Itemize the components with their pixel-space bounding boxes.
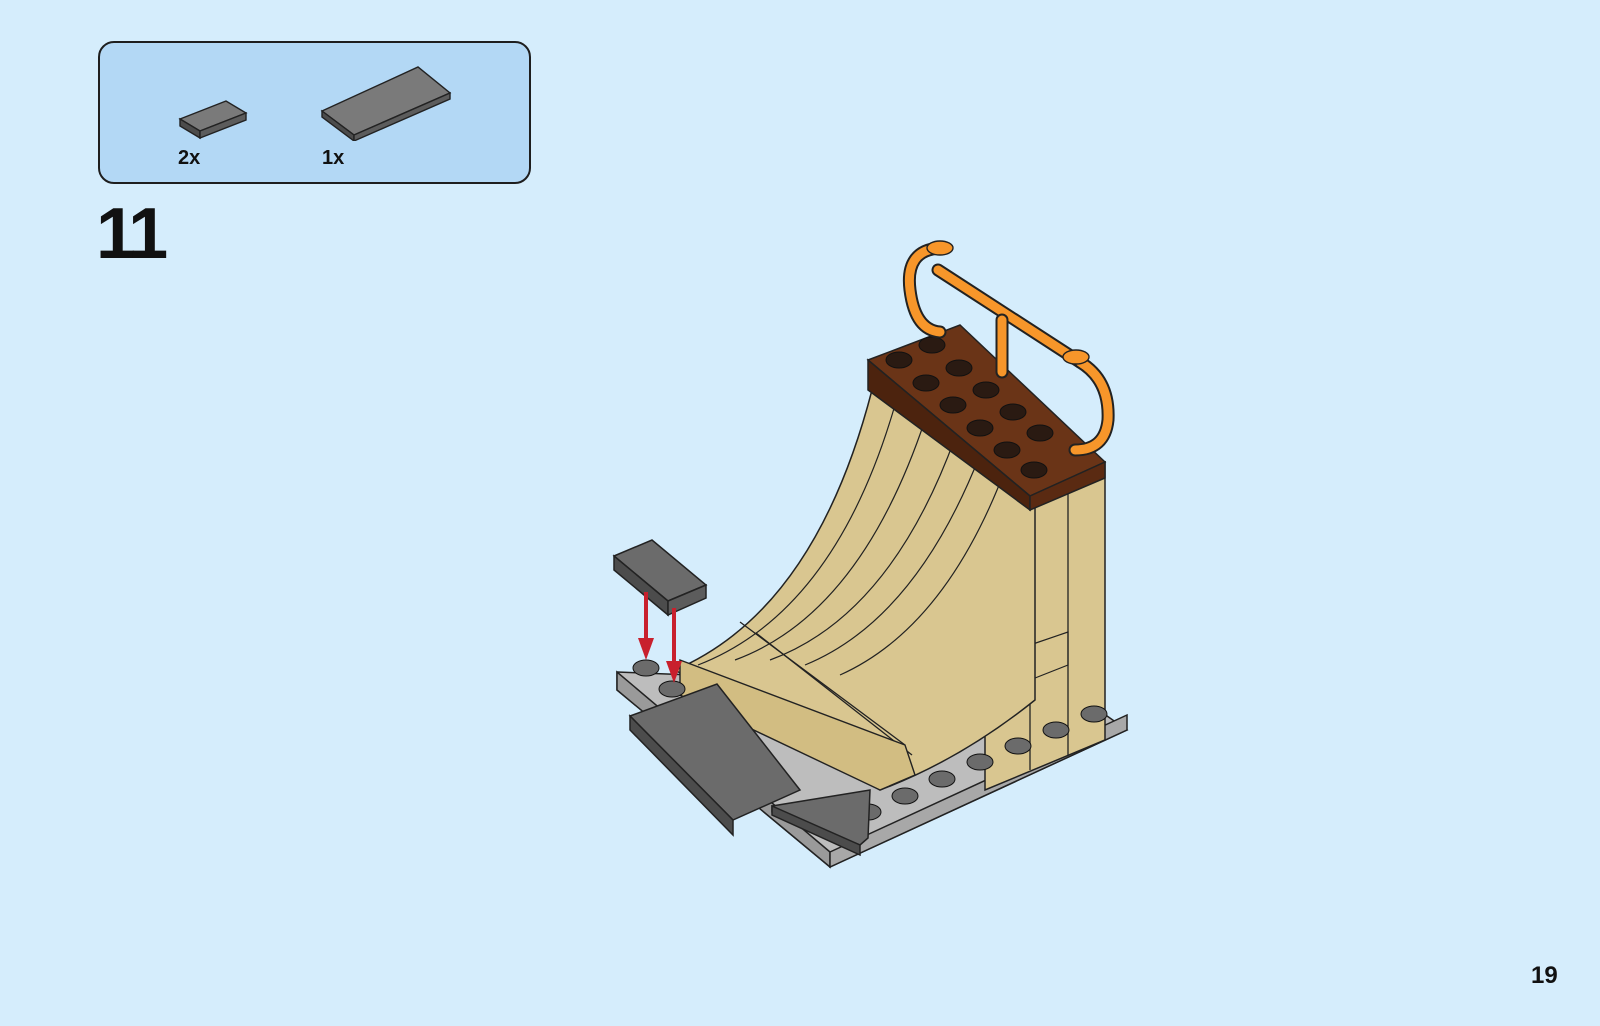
page-number: 19 [1531,962,1558,990]
new-tile-1x2 [614,540,706,615]
